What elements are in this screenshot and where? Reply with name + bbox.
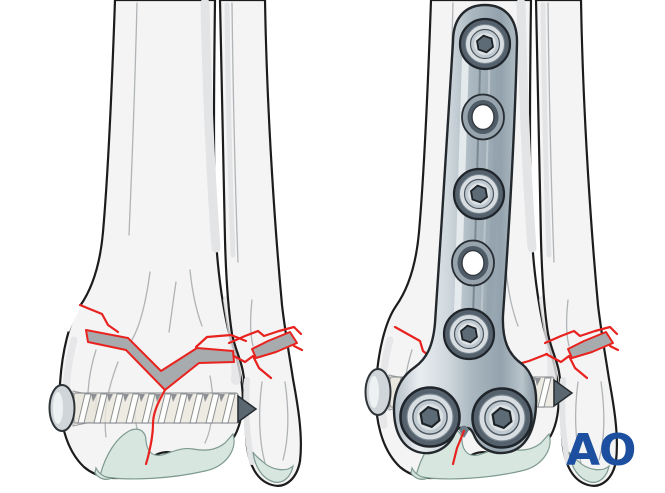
tibia-wedge-fragment [85, 329, 235, 391]
ao-logo: AO [566, 425, 635, 476]
plate-screw-2 [452, 167, 506, 221]
panel-lag-screw-fixation [48, 0, 303, 486]
tibia-fracture-line [78, 303, 120, 334]
articular-fracture-line [451, 429, 466, 466]
plate-screw-5 [471, 387, 533, 449]
plate-screw-1 [458, 17, 512, 71]
plate-hole-2 [451, 239, 495, 287]
cortex-gap [64, 303, 82, 332]
plate-screw-4 [399, 386, 461, 448]
plate-screw-3 [442, 307, 496, 361]
panel-plate-fixation [364, 0, 619, 486]
tibia-fracture-line [194, 333, 248, 349]
articular-fracture-line [144, 388, 167, 466]
plate-hole-1 [461, 93, 505, 141]
